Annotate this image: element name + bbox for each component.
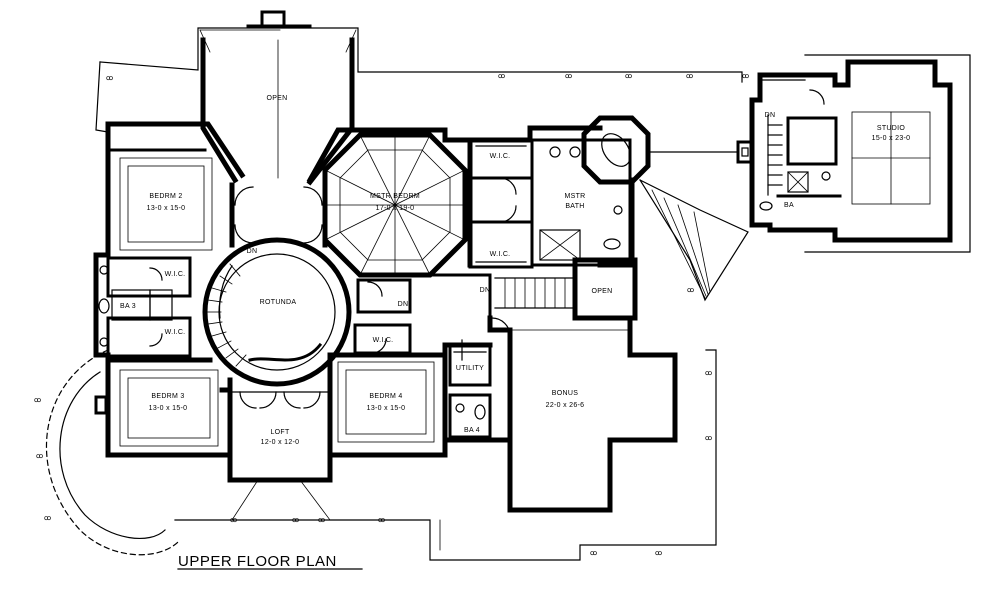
- svg-text:ꝏ: ꝏ: [705, 370, 712, 377]
- svg-text:ꝏ: ꝏ: [292, 517, 299, 524]
- svg-text:ꝏ: ꝏ: [625, 73, 632, 80]
- octagon-bath-tower: [581, 115, 651, 185]
- rotunda-name: ROTUNDA: [260, 299, 297, 306]
- svg-text:ꝏ: ꝏ: [565, 73, 572, 80]
- svg-text:ꝏ: ꝏ: [705, 435, 712, 442]
- open-stair-label: OPEN: [591, 288, 612, 295]
- rotunda-room: [202, 237, 352, 387]
- mstr-bedrm-name: MSTR BEDRM: [370, 193, 420, 200]
- utility-label: UTILITY: [456, 365, 484, 372]
- wic2-label: W.I.C.: [490, 251, 511, 258]
- bedrm3-size: 13-0 x 15-0: [149, 405, 188, 412]
- wic4-label: W.I.C.: [165, 329, 186, 336]
- hall-doors: [229, 182, 328, 248]
- loft-room: [219, 377, 331, 521]
- bedrm3-room: [105, 357, 219, 447]
- central-hall: [353, 273, 576, 355]
- bedrm2-name: BEDRM 2: [149, 193, 182, 200]
- studio-ba-label: BA: [784, 202, 794, 209]
- wic5-label: W.I.C.: [373, 337, 394, 344]
- svg-text:ꝏ: ꝏ: [686, 73, 693, 80]
- mstr-bath-name: MSTR: [564, 193, 585, 200]
- svg-text:ꝏ: ꝏ: [44, 515, 51, 522]
- studio-name: STUDIO: [877, 125, 905, 132]
- eave-markers: ꝏ ꝏ ꝏ ꝏ ꝏ ꝏ ꝏ ꝏ ꝏ ꝏ ꝏ ꝏ ꝏ ꝏ ꝏ ꝏ ꝏ ꝏ: [34, 73, 749, 557]
- svg-text:ꝏ: ꝏ: [230, 517, 237, 524]
- bedrm4-room: [327, 352, 448, 458]
- plan-title: UPPER FLOOR PLAN: [178, 553, 337, 570]
- utility-room: [448, 339, 492, 439]
- bonus-size: 22-0 x 26-6: [546, 402, 585, 409]
- bedrm4-size: 13-0 x 15-0: [367, 405, 406, 412]
- svg-text:ꝏ: ꝏ: [655, 550, 662, 557]
- curved-deck: [45, 349, 181, 556]
- mstr-bedrm-size: 17-0 x 19-0: [376, 205, 415, 212]
- svg-text:ꝏ: ꝏ: [34, 397, 41, 404]
- svg-text:ꝏ: ꝏ: [318, 517, 325, 524]
- roof-outline: [95, 27, 971, 561]
- wic3-label: W.I.C.: [165, 271, 186, 278]
- svg-text:ꝏ: ꝏ: [36, 453, 43, 460]
- bedrm3-name: BEDRM 3: [151, 393, 184, 400]
- mstr-bath-name2: BATH: [565, 203, 584, 210]
- hall-dn-label: DN: [398, 301, 409, 308]
- open-top-label: OPEN: [266, 95, 287, 102]
- studio-dn-label: DN: [765, 112, 776, 119]
- svg-text:ꝏ: ꝏ: [742, 73, 749, 80]
- bedrm2-size: 13-0 x 15-0: [147, 205, 186, 212]
- west-closets: [94, 256, 192, 415]
- svg-text:ꝏ: ꝏ: [106, 75, 113, 82]
- wic1-label: W.I.C.: [490, 153, 511, 160]
- svg-text:ꝏ: ꝏ: [590, 550, 597, 557]
- rotunda-dn-label: DN: [247, 248, 258, 255]
- mstr-bath-room: [530, 138, 632, 267]
- hall-dn2-label: DN: [480, 287, 491, 294]
- svg-text:ꝏ: ꝏ: [378, 517, 385, 524]
- bonus-name: BONUS: [552, 390, 578, 397]
- svg-text:ꝏ: ꝏ: [687, 287, 694, 294]
- bedrm2-room: [106, 148, 213, 251]
- svg-text:ꝏ: ꝏ: [498, 73, 505, 80]
- ba3-label: BA 3: [120, 303, 136, 310]
- bedrm4-name: BEDRM 4: [369, 393, 402, 400]
- studio-wing: [736, 59, 953, 243]
- loft-size: 12-0 x 12-0: [261, 439, 300, 446]
- studio-size: 15-0 x 23-0: [872, 135, 911, 142]
- loft-name: LOFT: [270, 429, 290, 436]
- ba4-label: BA 4: [464, 427, 480, 434]
